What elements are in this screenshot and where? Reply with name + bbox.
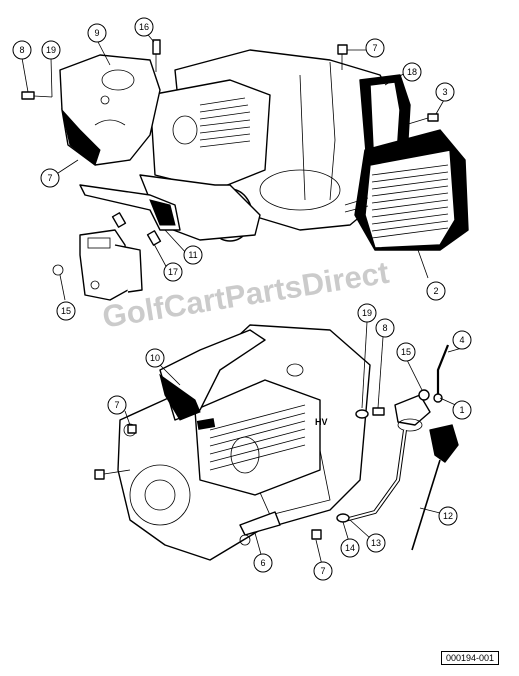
svg-text:11: 11 (188, 250, 197, 260)
cylinder-baffle (159, 329, 266, 430)
svg-text:15: 15 (401, 347, 411, 357)
callout-7-bottom: 7 (313, 561, 333, 581)
callout-14: 14 (340, 538, 360, 558)
svg-text:10: 10 (150, 353, 160, 363)
bolt-7-bottom (311, 529, 322, 540)
svg-text:13: 13 (371, 538, 381, 548)
callout-7-top-left: 7 (40, 168, 60, 188)
mount-bracket (79, 184, 181, 231)
svg-text:7: 7 (372, 43, 377, 53)
svg-text:15: 15 (61, 306, 71, 316)
callout-15-bottom: 15 (396, 342, 416, 362)
callout-2: 2 (426, 281, 446, 301)
bracket-6 (239, 511, 281, 536)
svg-text:1: 1 (459, 405, 464, 415)
solenoid-assembly (52, 229, 143, 301)
svg-text:4: 4 (459, 335, 464, 345)
callout-9: 9 (87, 23, 107, 43)
callout-1: 1 (452, 400, 472, 420)
callout-19-top: 19 (41, 40, 61, 60)
callout-6: 6 (253, 553, 273, 573)
bolt-3 (404, 113, 439, 126)
svg-text:12: 12 (443, 511, 453, 521)
leader-lines-bottom (124, 321, 463, 566)
bottom-engine-assembly: HV (94, 321, 463, 566)
bolt-7-top (337, 44, 348, 70)
bolt-7-left (94, 424, 137, 480)
cylinder-block: HV (194, 363, 328, 496)
gasket-19 (355, 409, 369, 419)
callout-7-bottom-left: 7 (107, 395, 127, 415)
svg-text:19: 19 (362, 308, 372, 318)
breather-hose (433, 344, 450, 403)
callout-10: 10 (145, 348, 165, 368)
callout-13: 13 (366, 533, 386, 553)
svg-text:18: 18 (407, 67, 417, 77)
svg-text:14: 14 (345, 543, 355, 553)
svg-text:8: 8 (19, 45, 24, 55)
callout-8-bottom: 8 (375, 318, 395, 338)
callout-18: 18 (402, 62, 422, 82)
valve-cover (59, 54, 161, 166)
svg-text:9: 9 (94, 28, 99, 38)
clamp-14 (336, 513, 350, 523)
callout-11: 11 (183, 245, 203, 265)
svg-text:6: 6 (260, 558, 265, 568)
svg-text:2: 2 (433, 286, 438, 296)
callout-12: 12 (438, 506, 458, 526)
callout-17: 17 (163, 262, 183, 282)
callout-16: 16 (134, 17, 154, 37)
svg-text:19: 19 (46, 45, 56, 55)
oil-fill-tube (344, 394, 431, 522)
nut-15-bottom (418, 389, 430, 401)
callout-7-top-right: 7 (365, 38, 385, 58)
svg-text:7: 7 (47, 173, 52, 183)
muffler-guard (344, 129, 469, 251)
svg-text:7: 7 (114, 400, 119, 410)
bolt-8 (21, 91, 53, 100)
bolt-8-bottom (372, 407, 385, 416)
callout-8-top: 8 (12, 40, 32, 60)
top-engine-assembly: HV (21, 29, 469, 301)
callouts: 8 19 9 16 7 18 3 7 2 11 17 15 10 19 8 4 … (12, 17, 472, 581)
stud-17 (111, 212, 162, 246)
dipstick (411, 424, 459, 551)
svg-text:HV: HV (315, 417, 328, 427)
callout-3: 3 (435, 82, 455, 102)
svg-text:17: 17 (168, 267, 178, 277)
callout-15-top: 15 (56, 301, 76, 321)
callout-19-bottom: 19 (357, 303, 377, 323)
svg-text:3: 3 (442, 87, 447, 97)
callout-4: 4 (452, 330, 472, 350)
leader-lines-top (21, 29, 445, 301)
svg-text:8: 8 (382, 323, 387, 333)
grille-slots (371, 164, 449, 239)
bolt-16 (152, 39, 161, 72)
figure-id-label: 000194-001 (440, 651, 499, 665)
svg-text:16: 16 (139, 22, 149, 32)
svg-text:7: 7 (320, 566, 325, 576)
